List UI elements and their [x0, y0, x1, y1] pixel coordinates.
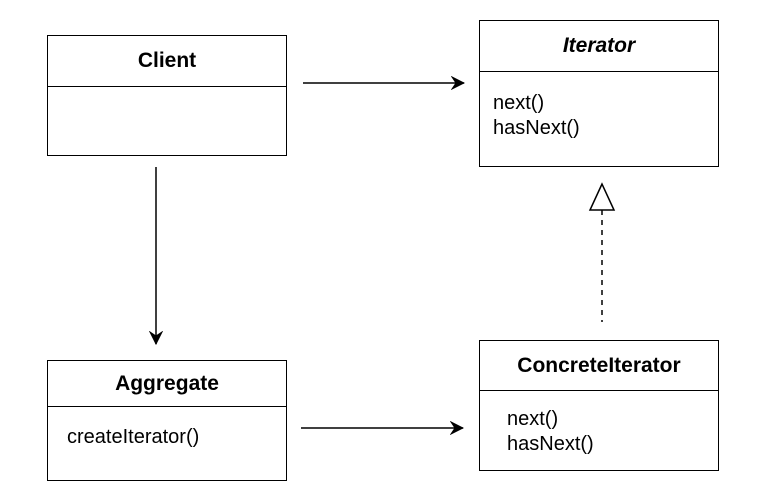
- client-class-box[interactable]: Client: [47, 35, 287, 156]
- iterator-methods-compartment: next() hasNext(): [480, 72, 718, 141]
- concrete-iterator-method-next: next(): [507, 408, 559, 430]
- aggregate-class-name: Aggregate: [48, 361, 286, 407]
- concrete-iterator-methods-compartment: next() hasNext(): [480, 391, 718, 457]
- aggregate-method-create-iterator: createIterator(): [67, 426, 200, 448]
- realization-triangle-head: [588, 182, 616, 211]
- iterator-interface-name: Iterator: [480, 21, 718, 72]
- concrete-iterator-class-box[interactable]: ConcreteIterator next() hasNext(): [479, 340, 719, 471]
- client-class-name: Client: [48, 36, 286, 87]
- aggregate-methods-compartment: createIterator(): [48, 407, 286, 450]
- concrete-iterator-method-hasnext: hasNext(): [507, 433, 594, 455]
- concrete-iterator-class-name: ConcreteIterator: [480, 341, 718, 391]
- iterator-interface-box[interactable]: Iterator next() hasNext(): [479, 20, 719, 167]
- iterator-method-hasnext: hasNext(): [493, 117, 580, 139]
- iterator-method-next: next(): [493, 92, 545, 114]
- aggregate-class-box[interactable]: Aggregate createIterator(): [47, 360, 287, 481]
- client-methods-compartment: [48, 87, 286, 94]
